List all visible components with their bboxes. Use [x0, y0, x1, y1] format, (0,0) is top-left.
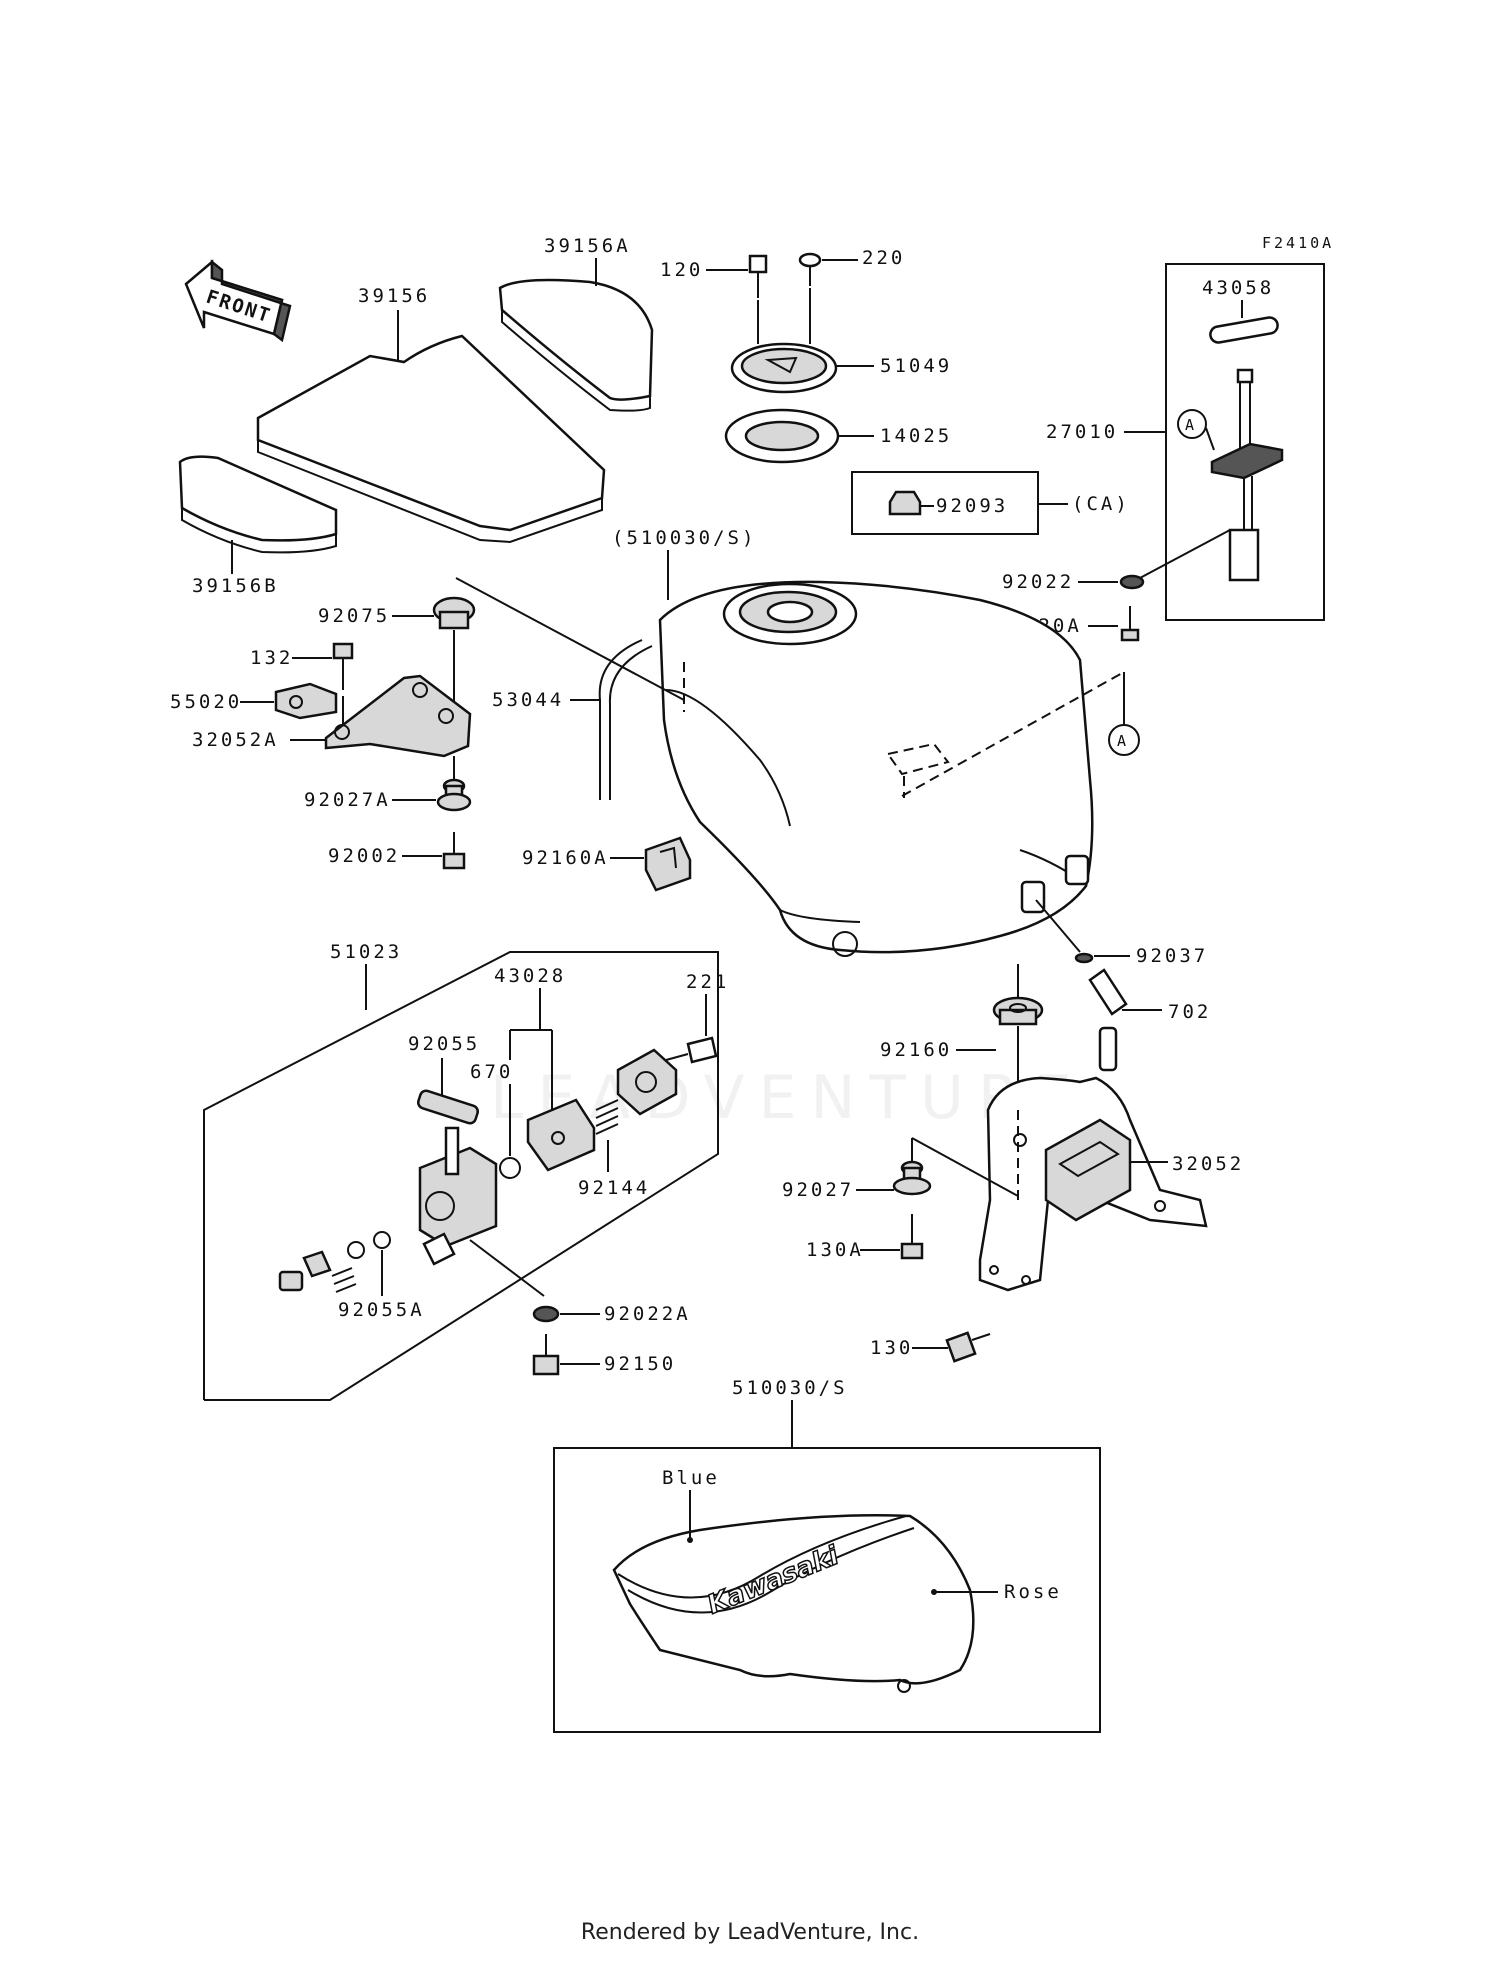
grommet-92075: [432, 596, 476, 630]
knob-assembly: [278, 1231, 391, 1293]
label-702: 702: [1168, 1001, 1211, 1023]
label-53044: 53044: [492, 689, 564, 711]
label-92022A: 92022A: [604, 1303, 691, 1325]
label-130A: 130A: [806, 1239, 864, 1261]
label-92150: 92150: [604, 1353, 676, 1375]
label-92002: 92002: [328, 845, 400, 867]
front-arrow-icon: FRONT: [184, 259, 292, 343]
label-51049: 51049: [880, 355, 952, 377]
grommet-92160: [992, 996, 1044, 1026]
label-32052: 32052: [1172, 1153, 1244, 1175]
part-39156: [256, 334, 606, 544]
screw-220A: [1120, 606, 1140, 642]
label-510030-s-paren: (510030/S): [612, 527, 756, 549]
label-92027A: 92027A: [304, 789, 391, 811]
spring-92144: [595, 1099, 619, 1135]
label-39156: 39156: [358, 285, 430, 307]
collar-92027: [892, 1160, 932, 1196]
part-39156B: [178, 455, 338, 554]
label-92037: 92037: [1136, 945, 1208, 967]
label-43028: 43028: [494, 965, 566, 987]
part-39156A: [498, 278, 654, 412]
part-51049: [730, 342, 838, 394]
fuel-tank: [658, 580, 1094, 957]
label-92160: 92160: [880, 1039, 952, 1061]
collar-92027A: [436, 778, 472, 812]
label-120: 120: [660, 259, 703, 281]
label-92055A: 92055A: [338, 1299, 425, 1321]
svg-text:A: A: [1117, 732, 1126, 750]
bolt-92002: [442, 832, 466, 870]
label-92027: 92027: [782, 1179, 854, 1201]
part-92022: [1119, 574, 1145, 590]
figure-code: F2410A: [1262, 234, 1334, 252]
screw-220: [798, 252, 822, 286]
oring-670: [499, 1157, 521, 1179]
part-92093: [888, 490, 922, 516]
label-blue: Blue: [662, 1467, 720, 1489]
bolt-130: [945, 1331, 991, 1363]
part-53044: [598, 639, 653, 800]
circle-a-marker-top: A: [1177, 409, 1207, 439]
label-14025: 14025: [880, 425, 952, 447]
washer-92022A: [532, 1305, 560, 1323]
label-32052A: 32052A: [192, 729, 279, 751]
label-132: 132: [250, 647, 293, 669]
screw-221: [665, 1036, 718, 1064]
cover-43028: [616, 1048, 678, 1116]
label-27010: 27010: [1046, 421, 1118, 443]
gasket-92055: [416, 1089, 480, 1125]
bolt-130A: [900, 1214, 924, 1260]
label-55020: 55020: [170, 691, 242, 713]
label-92093: 92093: [936, 495, 1008, 517]
label-92055: 92055: [408, 1033, 480, 1055]
label-51023: 51023: [330, 941, 402, 963]
bracket-32052A: [324, 674, 472, 758]
hose-702: [1088, 968, 1128, 1072]
bracket-32052: [978, 1076, 1208, 1292]
bolt-92150: [532, 1334, 560, 1376]
label-ca: (CA): [1072, 493, 1130, 515]
part-43058: [1209, 316, 1279, 344]
label-39156B: 39156B: [192, 575, 279, 597]
tank-decal: Kawasaki: [612, 1514, 975, 1693]
fuel-tap-body: [418, 1126, 498, 1266]
label-92075: 92075: [318, 605, 390, 627]
label-670: 670: [470, 1061, 513, 1083]
part-14025: [724, 408, 840, 464]
bolt-132: [332, 642, 354, 690]
fuel-tap-box: [203, 951, 719, 1401]
decal-box: [553, 1447, 1101, 1733]
clip-92037: [1074, 952, 1094, 964]
bolt-120: [748, 254, 768, 298]
label-220: 220: [862, 247, 905, 269]
part-55020: [274, 682, 338, 720]
label-510030-s: 510030/S: [732, 1377, 848, 1399]
label-rose: Rose: [1004, 1581, 1062, 1603]
damper-92160A: [644, 836, 692, 892]
diaphragm-43028: [526, 1098, 596, 1172]
label-221: 221: [686, 971, 729, 993]
label-39156A: 39156A: [544, 235, 631, 257]
label-130: 130: [870, 1337, 913, 1359]
label-92022: 92022: [1002, 571, 1074, 593]
part-27010: [1210, 368, 1284, 582]
fuel-sender-box: [1165, 263, 1325, 621]
svg-text:A: A: [1185, 416, 1194, 434]
footer-credit: Rendered by LeadVenture, Inc.: [580, 1920, 920, 1945]
label-92160A: 92160A: [522, 847, 609, 869]
label-43058: 43058: [1202, 277, 1274, 299]
circle-a-marker-tank: A: [1108, 724, 1140, 756]
label-92144: 92144: [578, 1177, 650, 1199]
